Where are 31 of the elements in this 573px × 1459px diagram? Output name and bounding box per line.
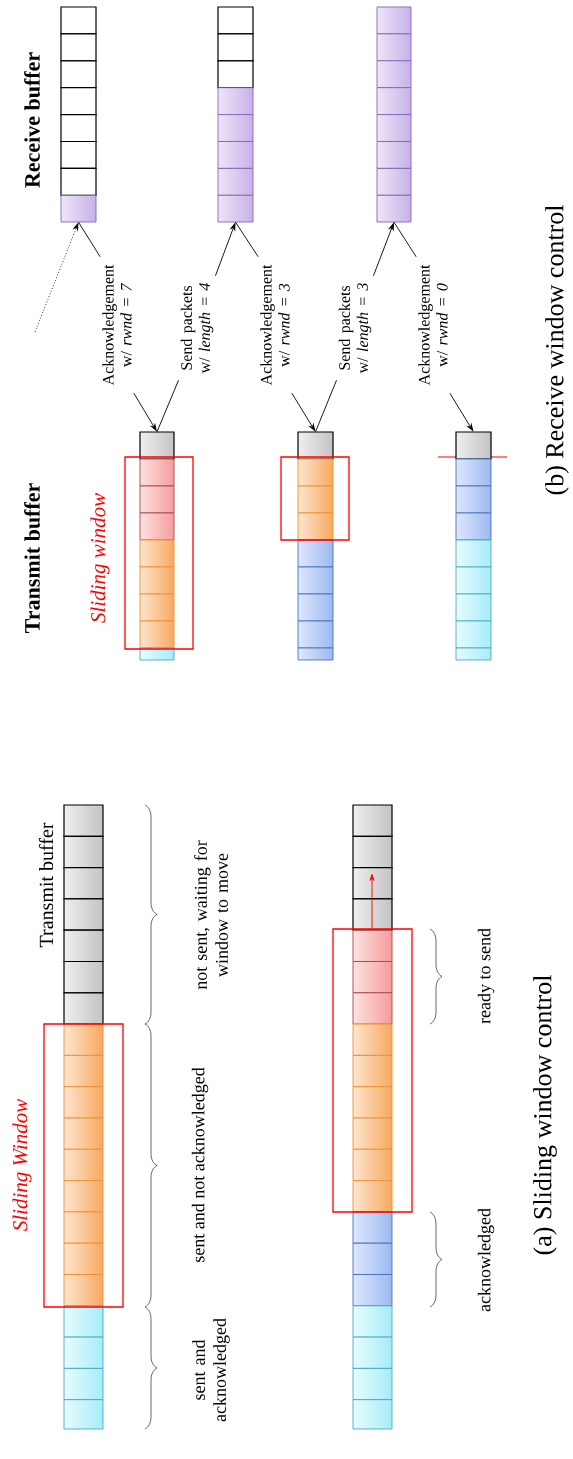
arrow: [133, 392, 157, 431]
sliding-window-box: [124, 456, 194, 650]
window-label: Sliding window: [90, 493, 110, 623]
heading: Transmit buffer: [38, 822, 54, 948]
direction-arrow: [369, 873, 375, 929]
buffer-bar: [139, 431, 175, 661]
sliding-window-box: [43, 1023, 124, 1308]
buffer-bar: [455, 431, 492, 661]
arrow: [449, 392, 474, 431]
brace-label: ready to send: [477, 928, 495, 1024]
arrow: [291, 392, 316, 431]
sliding-window-box: [280, 456, 350, 541]
buffer-bar: [297, 431, 334, 661]
arrow: [34, 223, 79, 333]
sliding-window-box: [332, 928, 413, 1213]
buffer-bar: [63, 804, 104, 1430]
brace-label: not sent, waiting for window to move: [194, 840, 228, 990]
brace-label: sent and acknowledged: [192, 1318, 230, 1422]
buffer-bar: [376, 6, 412, 223]
heading: Receive buffer: [24, 52, 40, 188]
arrow: [373, 223, 394, 277]
brace-label: sent and not acknowledged: [191, 1067, 209, 1262]
subcaption: (a) Sliding window control: [533, 975, 557, 1255]
window-label: Sliding Window: [12, 1098, 32, 1231]
arrow: [215, 223, 236, 277]
brace-label: acknowledged: [477, 1208, 495, 1312]
heading: Transmit buffer: [24, 483, 40, 633]
buffer-bar: [60, 6, 97, 223]
buffer-bar: [352, 804, 393, 1430]
subcaption: (b) Receive window control: [545, 205, 569, 495]
buffer-bar: [217, 6, 254, 223]
